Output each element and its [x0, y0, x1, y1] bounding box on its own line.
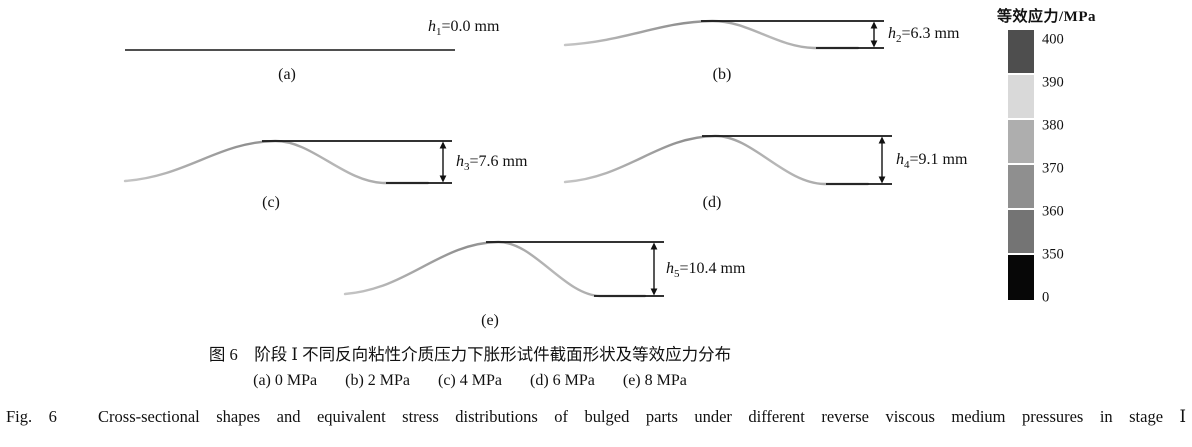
panel-label-b: (b) — [712, 66, 732, 83]
height-var-a: h — [428, 18, 436, 35]
colorbar-band — [1008, 255, 1034, 300]
panel-c-profile — [123, 139, 452, 185]
height-value-b: =6.3 mm — [901, 25, 960, 42]
height-sub-d: 4 — [904, 159, 910, 172]
colorbar-tick: 380 — [1042, 117, 1064, 134]
height-label-b: h2=6.3 mm — [888, 25, 960, 46]
height-arrow-d — [878, 136, 886, 184]
profile-curve-b — [563, 19, 860, 50]
height-label-a: h1=0.0 mm — [428, 18, 500, 39]
pressure-label-a: (a) 0 MPa — [253, 372, 318, 389]
height-arrow-e — [650, 242, 658, 296]
colorbar-tick: 350 — [1042, 246, 1064, 263]
profile-curve-c — [123, 139, 430, 185]
colorbar: 等效应力/MPa 400 390 380 370 360 350 0 — [995, 5, 1192, 325]
panel-b-profile — [563, 19, 884, 50]
height-label-d: h4=9.1 mm — [896, 151, 968, 172]
pressure-label-c: (c) 4 MPa — [438, 372, 502, 389]
height-sub-c: 3 — [464, 161, 470, 174]
height-arrow-b — [870, 21, 878, 48]
height-value-c: =7.6 mm — [469, 153, 528, 170]
profiles-canvas — [123, 19, 892, 298]
colorbar-band — [1008, 120, 1034, 163]
panel-d-profile — [563, 134, 892, 186]
figure-subcaption-pressures: (a) 0 MPa (b) 2 MPa (c) 4 MPa (d) 6 MPa … — [0, 372, 940, 390]
colorbar-tick: 370 — [1042, 160, 1064, 177]
figure-caption-en: Fig. 6 Cross-sectional shapes and equiva… — [6, 407, 1186, 426]
colorbar-tick: 400 — [1042, 31, 1064, 48]
height-value-d: =9.1 mm — [909, 151, 968, 168]
colorbar-tick: 390 — [1042, 74, 1064, 91]
height-sub-e: 5 — [674, 268, 680, 281]
height-label-c: h3=7.6 mm — [456, 153, 528, 174]
colorbar-title: 等效应力/MPa — [997, 9, 1096, 25]
height-var-e: h — [666, 260, 674, 277]
figure-caption-zh: 图 6 阶段 Ⅰ 不同反向粘性介质压力下胀形试件截面形状及等效应力分布 — [208, 345, 732, 364]
colorbar-tick: 360 — [1042, 203, 1064, 220]
height-var-d: h — [896, 151, 904, 168]
panel-label-d: (d) — [702, 194, 722, 211]
height-label-e: h5=10.4 mm — [666, 260, 746, 281]
height-var-c: h — [456, 153, 464, 170]
colorbar-band — [1008, 30, 1034, 73]
panel-label-c: (c) — [262, 194, 280, 211]
panel-label-a: (a) — [278, 66, 296, 83]
height-value-e: =10.4 mm — [679, 260, 746, 277]
panel-e-profile — [343, 240, 664, 298]
colorbar-band — [1008, 165, 1034, 208]
profile-curve-d — [563, 134, 870, 186]
colorbar-bar — [1008, 30, 1034, 302]
colorbar-tick: 0 — [1042, 289, 1050, 306]
height-arrow-c — [439, 141, 447, 183]
pressure-label-e: (e) 8 MPa — [622, 372, 687, 389]
height-value-a: =0.0 mm — [441, 18, 500, 35]
pressure-label-b: (b) 2 MPa — [345, 372, 410, 389]
panel-label-e: (e) — [481, 312, 499, 329]
height-var-b: h — [888, 25, 896, 42]
height-sub-a: 1 — [436, 26, 442, 39]
profile-curve-e — [343, 240, 647, 298]
height-sub-b: 2 — [896, 33, 902, 46]
colorbar-band — [1008, 210, 1034, 253]
pressure-label-d: (d) 6 MPa — [529, 372, 595, 389]
colorbar-band — [1008, 75, 1034, 118]
